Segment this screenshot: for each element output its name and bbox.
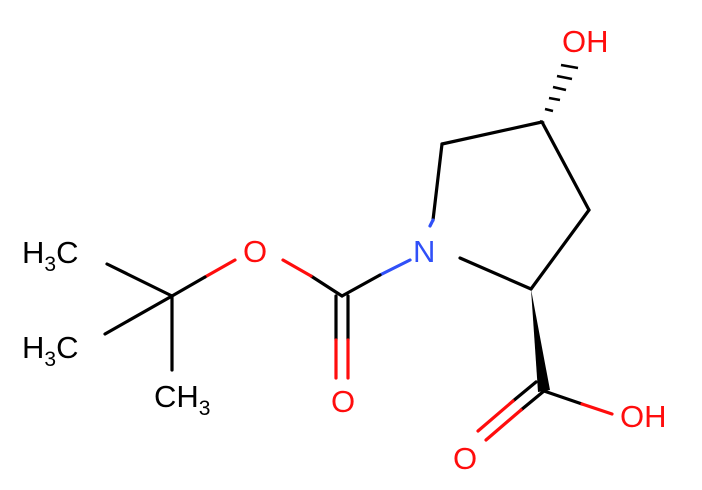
bond-carbonyl-ester-o — [309, 274, 344, 298]
bond-c-o-double-b — [511, 380, 538, 403]
label-hydroxyl-top: OH — [562, 24, 609, 59]
label-acid-hydroxyl: OH — [620, 399, 667, 434]
bond-c4-c3 — [540, 120, 591, 212]
bond-tbu-ch3-2 — [103, 294, 174, 336]
bond-c-o-double-a-red — [484, 408, 523, 442]
boc-group — [103, 258, 412, 380]
bond-c-oh-red — [580, 402, 614, 416]
bond-c5-n-colored — [428, 218, 435, 228]
bond-c2-n — [458, 256, 533, 291]
label-ring-nitrogen: N — [413, 234, 435, 269]
bond-c5-n — [431, 142, 444, 222]
bond-c-oh — [542, 389, 584, 406]
bond-ester-o-tbu-red — [203, 258, 237, 279]
label-methyl-3: CH3 — [154, 379, 210, 420]
label-methyl-2: H3C — [22, 330, 78, 371]
bond-tbu-ch3-1 — [105, 262, 174, 298]
label-carbamate-carbonyl-oxygen: O — [331, 384, 355, 419]
label-acid-carbonyl-oxygen: O — [453, 441, 477, 476]
bold-wedge-cooh — [531, 289, 550, 392]
label-ester-oxygen: O — [243, 234, 267, 269]
label-methyl-1: H3C — [22, 235, 78, 276]
bond-n-carbonyl-blue — [378, 258, 412, 277]
bond-c-o-double-a — [519, 389, 546, 412]
bond-carbonyl-ester-o-red — [281, 258, 313, 278]
carboxyl-group — [476, 380, 614, 442]
pyrrolidine-ring — [428, 120, 591, 291]
bond-n-carbonyl — [340, 273, 382, 298]
bond-c-o-double-b-red — [476, 399, 515, 433]
hashed-wedge-oh — [539, 63, 579, 125]
bond-c3-c2 — [529, 208, 591, 291]
bond-c5-c4 — [440, 120, 544, 146]
bond-ester-o-tbu — [170, 275, 207, 298]
